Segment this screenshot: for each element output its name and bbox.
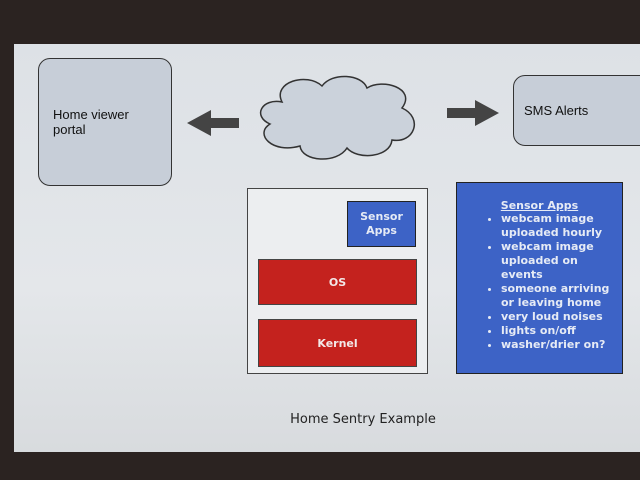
- sms-alerts-box: SMS Alerts: [513, 75, 640, 146]
- os-layer: OS: [258, 259, 417, 305]
- sms-label: SMS Alerts: [524, 103, 589, 118]
- list-item: webcam image uploaded hourly: [501, 212, 622, 240]
- sensor-list: webcam image uploaded hourly webcam imag…: [457, 212, 622, 352]
- sensor-apps-list-box: Sensor Apps webcam image uploaded hourly…: [456, 182, 623, 374]
- arrow-right-icon: [447, 100, 499, 126]
- list-item: lights on/off: [501, 324, 622, 338]
- slide-caption: Home Sentry Example: [290, 412, 436, 427]
- list-item: washer/drier on?: [501, 338, 622, 352]
- list-item: very loud noises: [501, 310, 622, 324]
- sensor-list-title: Sensor Apps: [500, 199, 579, 212]
- home-viewer-portal-box: Home viewer portal: [38, 58, 172, 186]
- sensor-apps-box: Sensor Apps: [347, 201, 416, 247]
- cloud-icon: [259, 75, 415, 160]
- kernel-layer: Kernel: [258, 319, 417, 367]
- arrow-left-icon: [187, 110, 239, 136]
- device-box: Sensor Apps OS Kernel: [247, 188, 428, 374]
- portal-label: Home viewer portal: [53, 107, 129, 137]
- list-item: someone arriving or leaving home: [501, 282, 622, 310]
- list-item: webcam image uploaded on events: [501, 240, 622, 282]
